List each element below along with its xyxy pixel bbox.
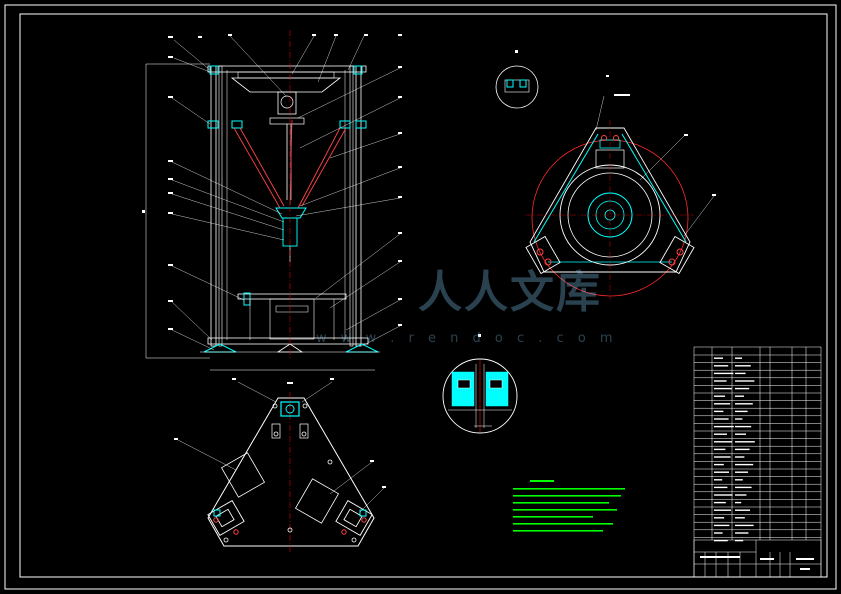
detail-view-b xyxy=(442,334,518,434)
parts-list-cell-mark xyxy=(714,395,725,397)
parts-list-cell-mark xyxy=(735,479,743,481)
outer-border xyxy=(4,4,837,590)
parts-list-cell-mark xyxy=(735,387,750,390)
parts-list-table xyxy=(693,346,822,578)
parts-list-cell-mark xyxy=(735,357,742,359)
parts-list-cell-mark xyxy=(714,441,733,443)
parts-list-cell-mark xyxy=(735,410,748,413)
parts-list-cell-mark xyxy=(735,441,755,443)
parts-list-cell-mark xyxy=(735,425,752,428)
parts-list-cell-mark xyxy=(714,387,732,390)
parts-list-cell-mark xyxy=(735,501,742,504)
parts-list-cell-mark xyxy=(735,395,744,397)
parts-list-cell-mark xyxy=(735,486,752,489)
parts-list-cell-mark xyxy=(714,380,727,382)
parts-list-cell-mark xyxy=(735,517,745,519)
parts-list-cell-mark xyxy=(735,494,747,496)
parts-list-cell-mark xyxy=(735,448,750,451)
parts-list-cell-mark xyxy=(735,372,746,375)
parts-list-cell-mark xyxy=(735,539,744,542)
technical-notes xyxy=(513,480,625,532)
parts-list-cell-mark xyxy=(714,494,733,496)
parts-list-cell-mark xyxy=(735,524,754,527)
parts-list-cell-mark xyxy=(714,456,731,458)
parts-list-cell-mark xyxy=(714,463,724,466)
parts-list-cell-mark xyxy=(714,524,730,527)
base-plan-view xyxy=(174,378,386,552)
title-block xyxy=(693,539,822,578)
parts-list-cell-mark xyxy=(735,532,749,534)
parts-list-cell-mark xyxy=(735,403,753,405)
parts-list-cell-mark xyxy=(714,486,728,489)
parts-list-cell-mark xyxy=(714,539,728,542)
title-block-marks xyxy=(700,556,814,570)
parts-list-cell-mark xyxy=(735,471,748,473)
parts-list-cell-mark xyxy=(714,448,726,451)
parts-list-cell-mark xyxy=(714,433,727,435)
parts-list-cell-mark xyxy=(735,509,750,511)
parts-list-cell-mark xyxy=(735,380,755,382)
inner-border xyxy=(19,13,828,578)
parts-list-cell-mark xyxy=(714,509,731,511)
parts-list-cell-mark xyxy=(714,418,729,420)
parts-list-cell-mark xyxy=(714,403,731,405)
parts-list-cell-mark xyxy=(714,501,726,504)
parts-list-cell-mark xyxy=(714,517,725,519)
parts-list-cell-mark xyxy=(714,365,729,367)
parts-list-cell-mark xyxy=(714,372,734,375)
parts-list-cell-mark xyxy=(735,456,745,458)
parts-list-cell-mark xyxy=(735,433,746,435)
parts-list-cell-mark xyxy=(735,365,751,367)
parts-list-cell-mark xyxy=(735,463,754,466)
parts-list-cell-mark xyxy=(714,357,723,359)
parts-list-cell-mark xyxy=(714,410,724,413)
parts-list-cell-mark xyxy=(714,479,723,481)
parts-list-cell-mark xyxy=(714,471,729,473)
parts-list-cell-mark xyxy=(735,418,743,420)
parts-list-cell-mark xyxy=(714,532,723,534)
parts-list-cell-mark xyxy=(714,425,734,428)
front-view xyxy=(142,30,402,371)
detail-view-a xyxy=(495,50,539,109)
plan-view-top xyxy=(525,75,716,300)
